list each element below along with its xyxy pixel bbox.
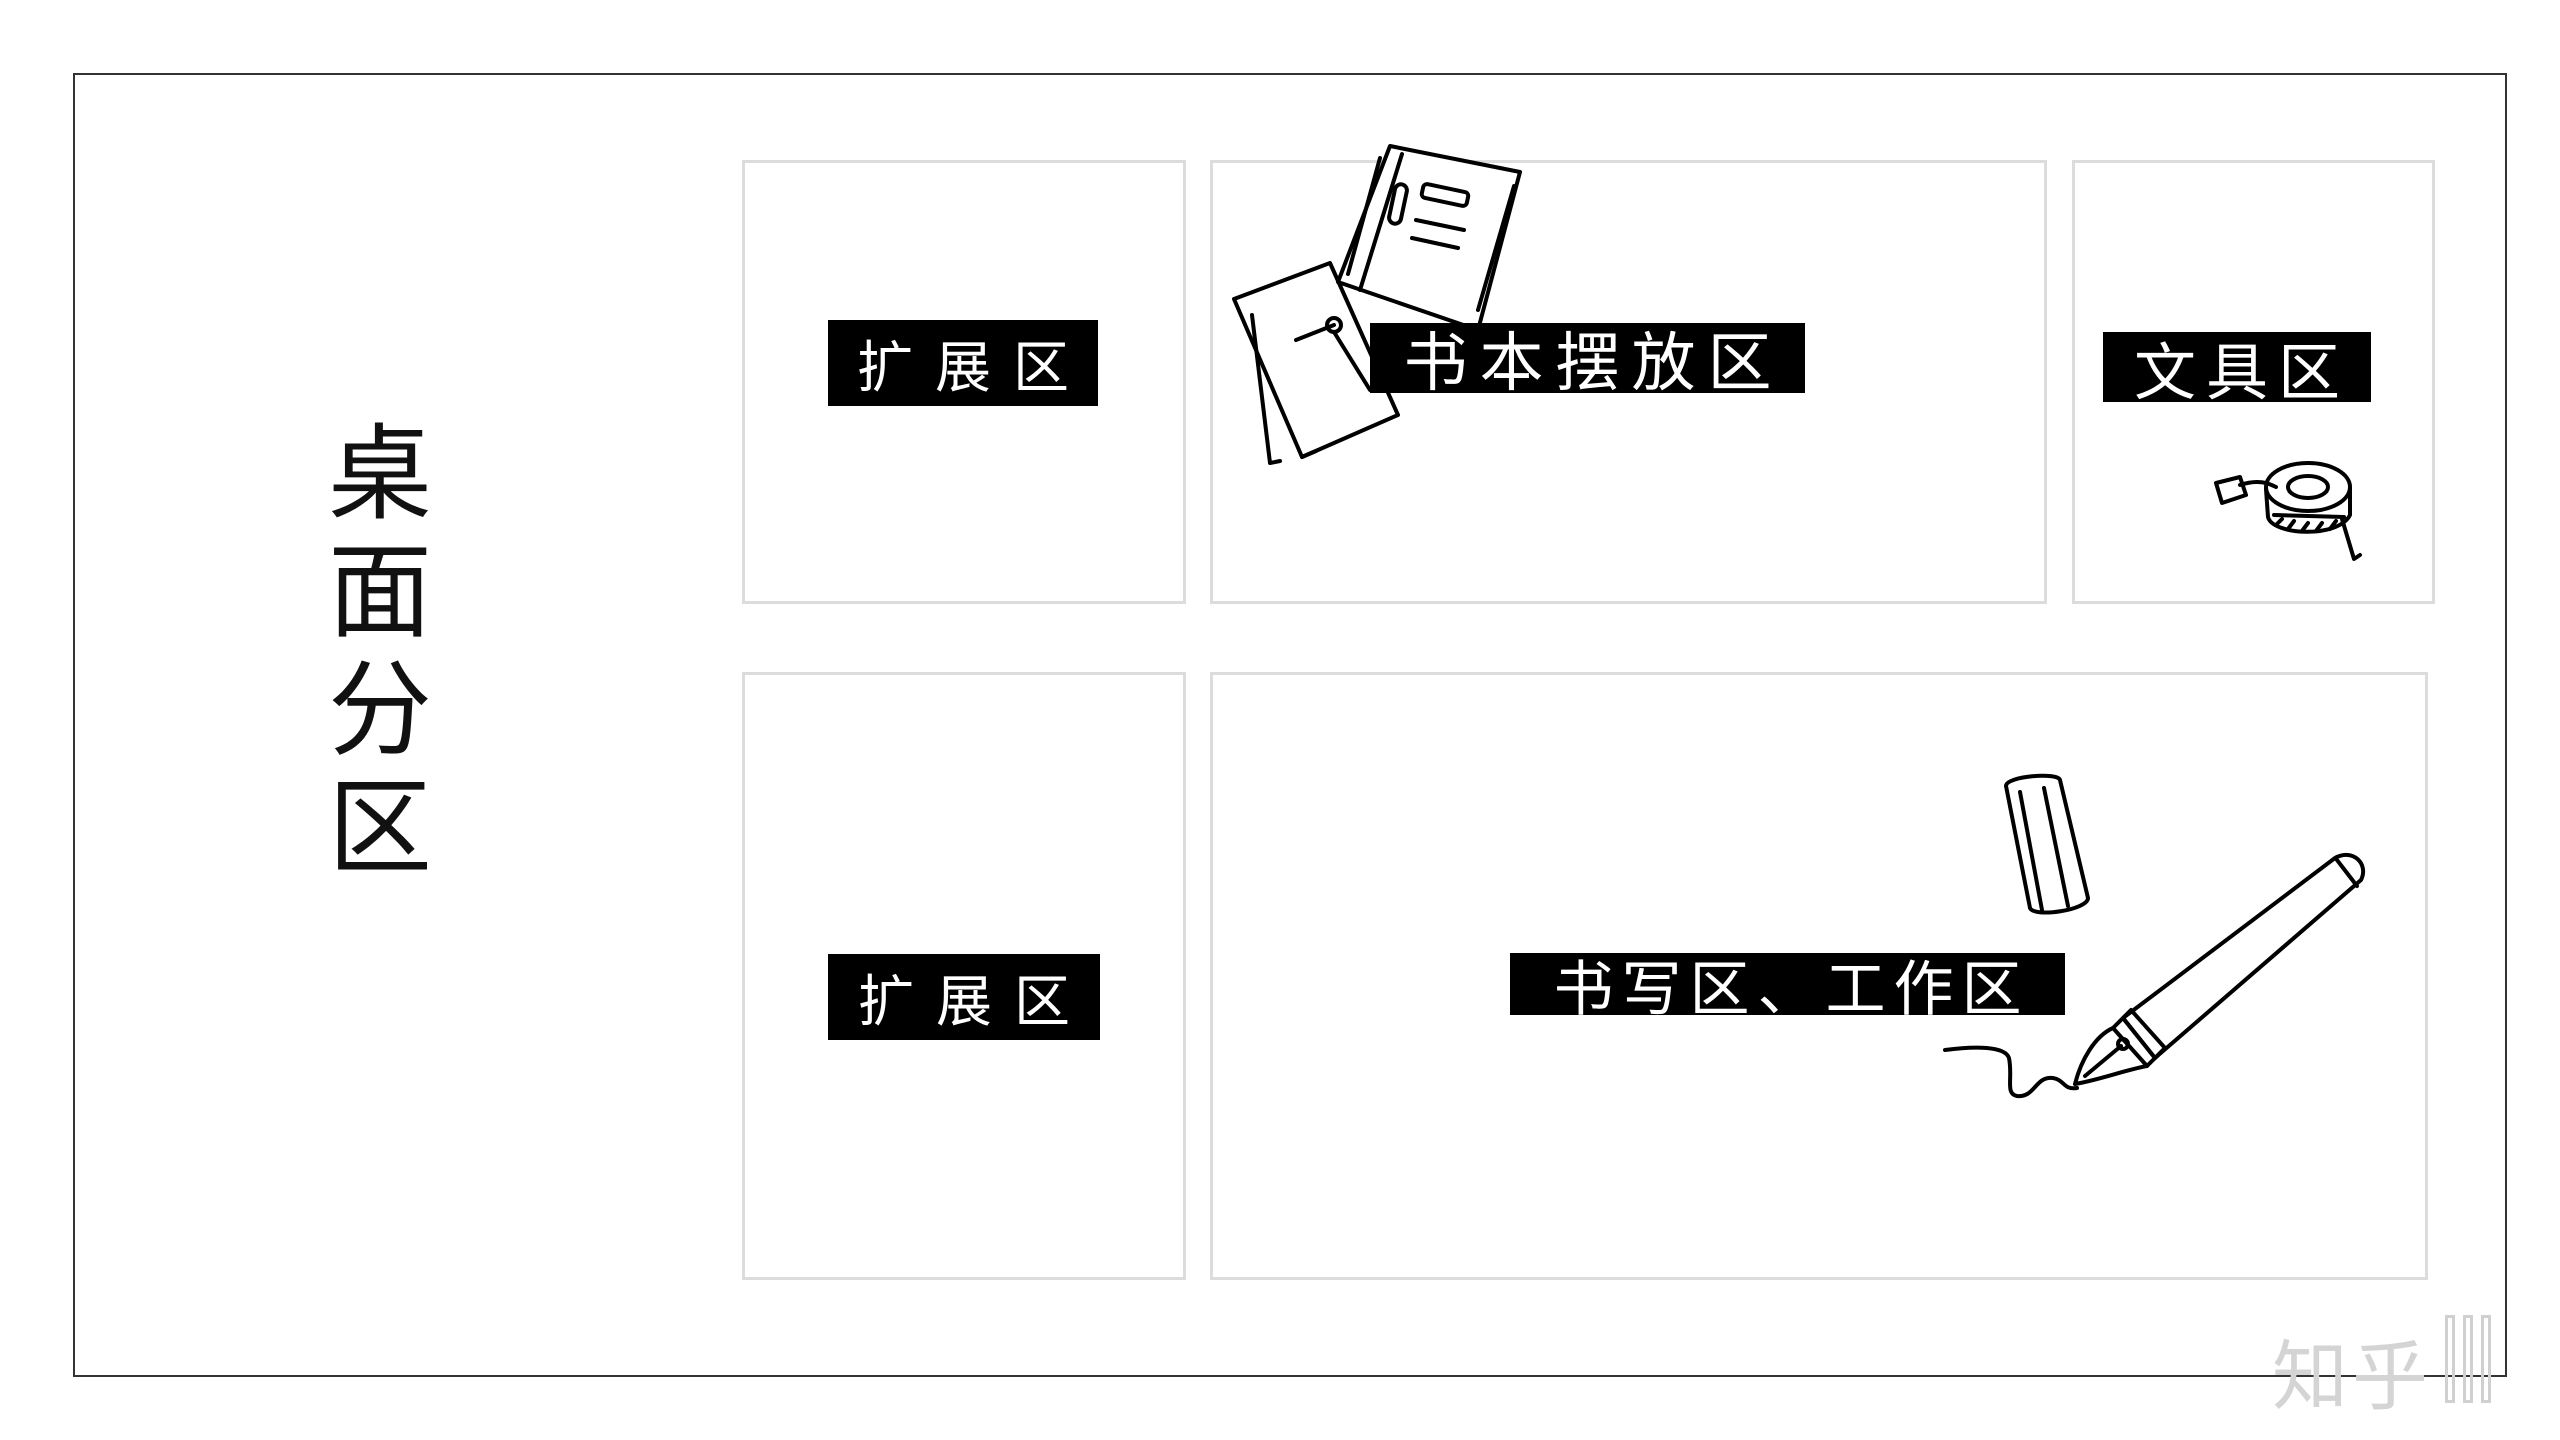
pen-cap-icon bbox=[2004, 773, 2090, 915]
zone-label-expand-top: 扩展区 bbox=[828, 320, 1098, 406]
title-char: 桌 bbox=[327, 413, 432, 535]
title-char: 面 bbox=[327, 531, 432, 653]
page-title: 桌 面 分 区 bbox=[320, 415, 440, 887]
diagram-frame bbox=[73, 73, 2507, 1377]
book-icon bbox=[1336, 144, 1522, 332]
fountain-pen-icon bbox=[1943, 852, 2365, 1099]
zone-expand-top bbox=[742, 160, 1186, 604]
notebook-icon bbox=[1232, 261, 1400, 465]
zone-label-books: 书本摆放区 bbox=[1370, 323, 1805, 401]
title-char: 区 bbox=[327, 767, 432, 889]
title-char: 分 bbox=[327, 649, 432, 771]
watermark-logo: 知乎 bbox=[2272, 1332, 2432, 1421]
zone-label-writing: 书写区、工作区 bbox=[1510, 953, 2065, 1025]
zone-label-expand-bottom: 扩展区 bbox=[828, 954, 1100, 1040]
tape-measure-icon bbox=[2214, 461, 2362, 561]
zone-label-stationery: 文具区 bbox=[2103, 332, 2371, 409]
watermark-bars-icon bbox=[2445, 1315, 2499, 1407]
